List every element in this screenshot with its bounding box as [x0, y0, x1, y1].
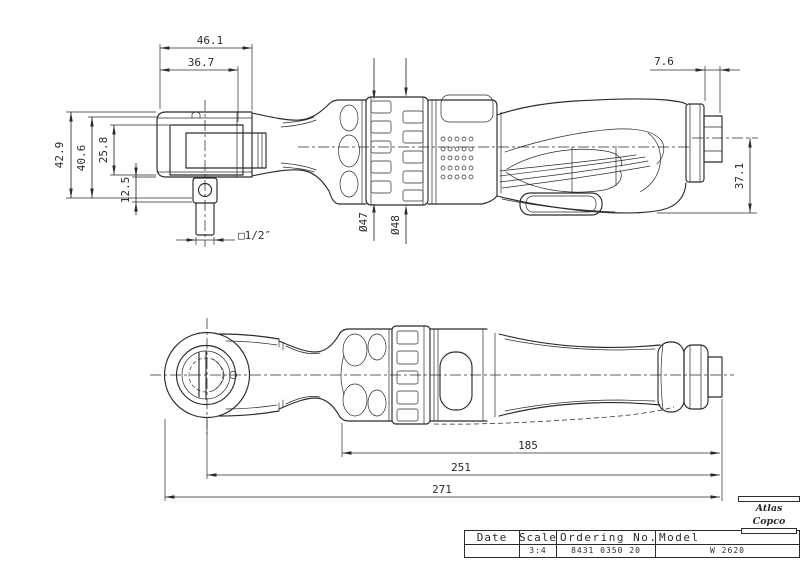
- throttle-lever-pad: [519, 192, 603, 216]
- dim-head-width-outer: 46.1: [197, 34, 224, 47]
- dim-yoke-height: 25.8: [97, 137, 110, 164]
- dim-head-height-total: 42.9: [53, 142, 66, 169]
- title-block-scale-header: Scale: [520, 531, 557, 544]
- dim-head-width-inner: 36.7: [188, 56, 215, 69]
- dim-drive-to-end: 251: [451, 461, 471, 474]
- dim-collar-diameter: Ø48: [389, 215, 402, 235]
- title-block-ordering-value: 8431 0350 20: [557, 544, 656, 557]
- dim-square-drive: □1/2″: [238, 229, 271, 242]
- title-block-date-value: [465, 544, 520, 557]
- title-block-date-header: Date: [465, 531, 520, 544]
- dim-head-height-body: 40.6: [75, 145, 88, 172]
- dim-drive-offset: 12.5: [119, 177, 132, 204]
- dim-grip-length: 185: [518, 439, 538, 452]
- dim-inlet-length: 7.6: [654, 55, 674, 68]
- dim-overall-length: 271: [432, 483, 452, 496]
- dim-clutch-diameter: Ø47: [357, 212, 370, 232]
- side-view: [156, 94, 758, 247]
- title-block-scale-value: 3:4: [520, 544, 557, 557]
- title-block: Date Scale Ordering No. Model 3:4 8431 0…: [464, 530, 800, 558]
- dim-handle-height: 37.1: [733, 163, 746, 190]
- atlas-copco-logo: Atlas Copco: [738, 496, 800, 534]
- title-block-value-row: 3:4 8431 0350 20 W 2620: [465, 544, 799, 557]
- title-block-model-header: Model: [659, 531, 700, 544]
- logo-brand-text: Atlas Copco: [752, 503, 786, 527]
- title-block-header-row: Date Scale Ordering No. Model: [465, 531, 799, 545]
- logo-bar-bottom: [741, 528, 797, 534]
- exhaust-deflector: [440, 94, 494, 123]
- title-block-ordering-header: Ordering No.: [557, 531, 656, 544]
- dimension-annotations: 46.1 36.7 7.6 42.9 40.6 25.8 12.5 37.1 Ø…: [53, 34, 757, 501]
- housing-detail-oval: [439, 351, 473, 411]
- vent-holes: [440, 136, 474, 180]
- title-block-model-value: W 2620: [710, 546, 745, 556]
- collar-teeth-top: [396, 330, 419, 422]
- collar-teeth-side: [370, 100, 424, 202]
- top-view: [150, 318, 734, 437]
- air-inlet: [703, 115, 723, 163]
